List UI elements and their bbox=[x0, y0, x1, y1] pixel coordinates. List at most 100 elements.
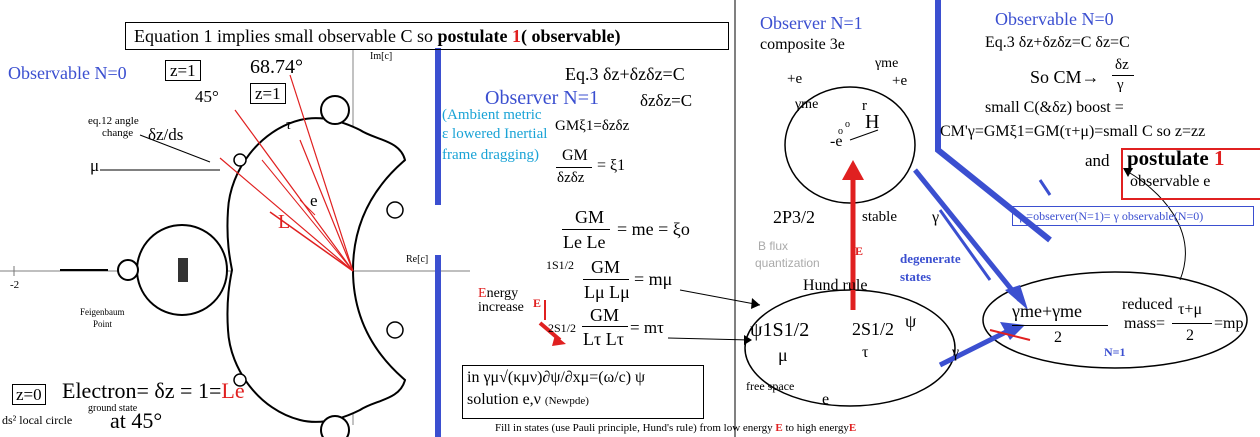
middle-eq3: Eq.3 δz+δzδz=C bbox=[565, 64, 685, 84]
at45-label: at 45° bbox=[110, 408, 163, 433]
spoke-45 bbox=[234, 109, 354, 272]
mmu-label: = mμ bbox=[634, 269, 673, 289]
ambient-2: ε lowered Inertial bbox=[442, 126, 548, 142]
increase-label: increase bbox=[478, 300, 524, 315]
psi-1s-label: ψ1S1/2 bbox=[750, 319, 810, 341]
mandelbrot-left-bulb-2 bbox=[233, 373, 247, 387]
spoke-6874 bbox=[289, 74, 354, 272]
postulate-label: postulate 1 bbox=[1127, 146, 1225, 170]
s2-label: 2S1/2 bbox=[548, 321, 577, 335]
right-eq3: Eq.3 δz+δzδz=C δz=C bbox=[985, 34, 1130, 51]
cm-line: CM'γ=GMξ1=GM(τ+μ)=small C so z=zz bbox=[940, 123, 1206, 140]
spoke-e bbox=[261, 159, 354, 272]
gmltau-bar bbox=[582, 326, 628, 327]
electron-label: Electron= δz = 1=Le bbox=[62, 378, 245, 403]
bflux-quant-label: quantization bbox=[755, 256, 820, 270]
ground-state-label: ground state bbox=[88, 403, 138, 414]
change-label: change bbox=[102, 127, 134, 139]
mandelbrot-cardioid bbox=[226, 117, 407, 423]
minus-e-label: -e bbox=[830, 133, 843, 150]
reduced-left-bar bbox=[1012, 325, 1108, 326]
eq12-pointer bbox=[139, 134, 211, 163]
gm-frac-den: δzδz bbox=[557, 170, 585, 186]
gmlmu-num: GM bbox=[591, 257, 621, 277]
degenerate-label: degenerate bbox=[900, 251, 961, 266]
p32-label: 2P3/2 bbox=[773, 207, 816, 227]
blue-arrow-2 bbox=[938, 327, 1012, 368]
newpde-box bbox=[462, 365, 704, 419]
header-box bbox=[125, 22, 729, 50]
spoke-L bbox=[269, 211, 354, 272]
psi-label-right: ψ bbox=[905, 311, 917, 331]
gmle-num: GM bbox=[575, 207, 605, 227]
gm-frac-bar bbox=[556, 167, 592, 168]
small-c-label: small C(&δz) boost = bbox=[985, 99, 1124, 116]
tau-mu-label: τ+μ bbox=[1178, 301, 1203, 318]
plus-e-left: +e bbox=[787, 71, 803, 87]
mandelbrot-right-bulb-2 bbox=[386, 321, 404, 339]
H-label: H bbox=[865, 111, 880, 133]
xi1-label: = ξ1 bbox=[597, 157, 626, 174]
observable-e-label: observable e bbox=[1130, 173, 1211, 190]
ambient-1: (Ambient metric bbox=[442, 107, 542, 123]
minus2-label: -2 bbox=[10, 279, 20, 291]
E-label: E bbox=[855, 244, 864, 258]
energy-arrow-head bbox=[842, 160, 864, 180]
newpde-line1: in γμ√(κμν)∂ψ/∂xμ=(ω/c) ψ bbox=[467, 369, 646, 386]
mandelbrot-small-bulb bbox=[117, 259, 139, 281]
so-frac-den: γ bbox=[1117, 77, 1124, 93]
feigenbaum-point-label: Point bbox=[93, 319, 113, 329]
blue-arrow-1 bbox=[913, 168, 1022, 302]
mass-label: mass= bbox=[1124, 315, 1166, 332]
so-frac-bar bbox=[1112, 75, 1134, 76]
reduced-mass-circle bbox=[982, 271, 1248, 369]
arrow-curve bbox=[1124, 169, 1186, 281]
r-label: r bbox=[862, 98, 867, 114]
mu-label: μ bbox=[90, 156, 100, 175]
energy-label: Energy bbox=[478, 286, 519, 301]
e-label-bottom: e bbox=[822, 391, 830, 408]
ambient-3: frame dragging) bbox=[442, 147, 540, 163]
eq12-label: eq.12 angle bbox=[88, 115, 139, 127]
observer-n1-right: Observer N=1 bbox=[760, 13, 863, 33]
gamma-line-box bbox=[1012, 206, 1254, 226]
gamma-label-mid: γ bbox=[932, 209, 940, 226]
header-title: Equation 1 implies small observable C so… bbox=[134, 26, 621, 46]
mandelbrot-top-bulb bbox=[320, 95, 350, 125]
arrow-mtau bbox=[667, 337, 751, 341]
gamma-label-bottom: γ bbox=[952, 344, 960, 361]
tau-label-right: τ bbox=[862, 344, 869, 361]
spoke-tau bbox=[299, 139, 354, 272]
L-label: L bbox=[278, 211, 291, 233]
bflux-label: B flux bbox=[758, 239, 789, 253]
mandelbrot-right-bulb-1 bbox=[386, 201, 404, 219]
im-axis-label: Im[c] bbox=[370, 51, 393, 62]
blue-arrow-3 bbox=[938, 209, 992, 281]
two-left: 2 bbox=[1054, 329, 1062, 346]
reduced-left: γme+γme bbox=[1012, 301, 1083, 321]
observable-n0-label: Observable N=0 bbox=[8, 63, 127, 83]
energy-E-arrow-label: E bbox=[533, 296, 542, 310]
hund-rule-label: Hund rule bbox=[803, 277, 868, 294]
z1-box-2: z=1 bbox=[250, 83, 286, 104]
states-label: states bbox=[900, 269, 932, 284]
gmltau-den: Lτ Lτ bbox=[583, 329, 624, 349]
gm-xi: GMξ1=δzδz bbox=[555, 118, 630, 134]
hydrogen-circle bbox=[784, 86, 916, 204]
gmlmu-den: Lμ Lμ bbox=[584, 282, 630, 302]
reduced-label: reduced bbox=[1122, 296, 1173, 313]
blue-arrow-2-head bbox=[1000, 322, 1025, 340]
gmltau-num: GM bbox=[590, 305, 620, 325]
gmle-den: Le Le bbox=[563, 232, 606, 252]
gamma-line: γ =observer(N=1)= γ observable(N=0) bbox=[1018, 209, 1204, 223]
middle-dzdz: δzδz=C bbox=[640, 91, 693, 110]
hund-circle bbox=[744, 289, 956, 407]
blue-arrow-1-head bbox=[1005, 285, 1028, 310]
so-frac-num: δz bbox=[1115, 57, 1129, 73]
arrow-mmu bbox=[679, 289, 761, 306]
observable-n0-right: Observable N=0 bbox=[995, 9, 1114, 29]
mp-label: =mp bbox=[1214, 315, 1244, 332]
middle-observer: Observer N=1 bbox=[485, 87, 600, 109]
